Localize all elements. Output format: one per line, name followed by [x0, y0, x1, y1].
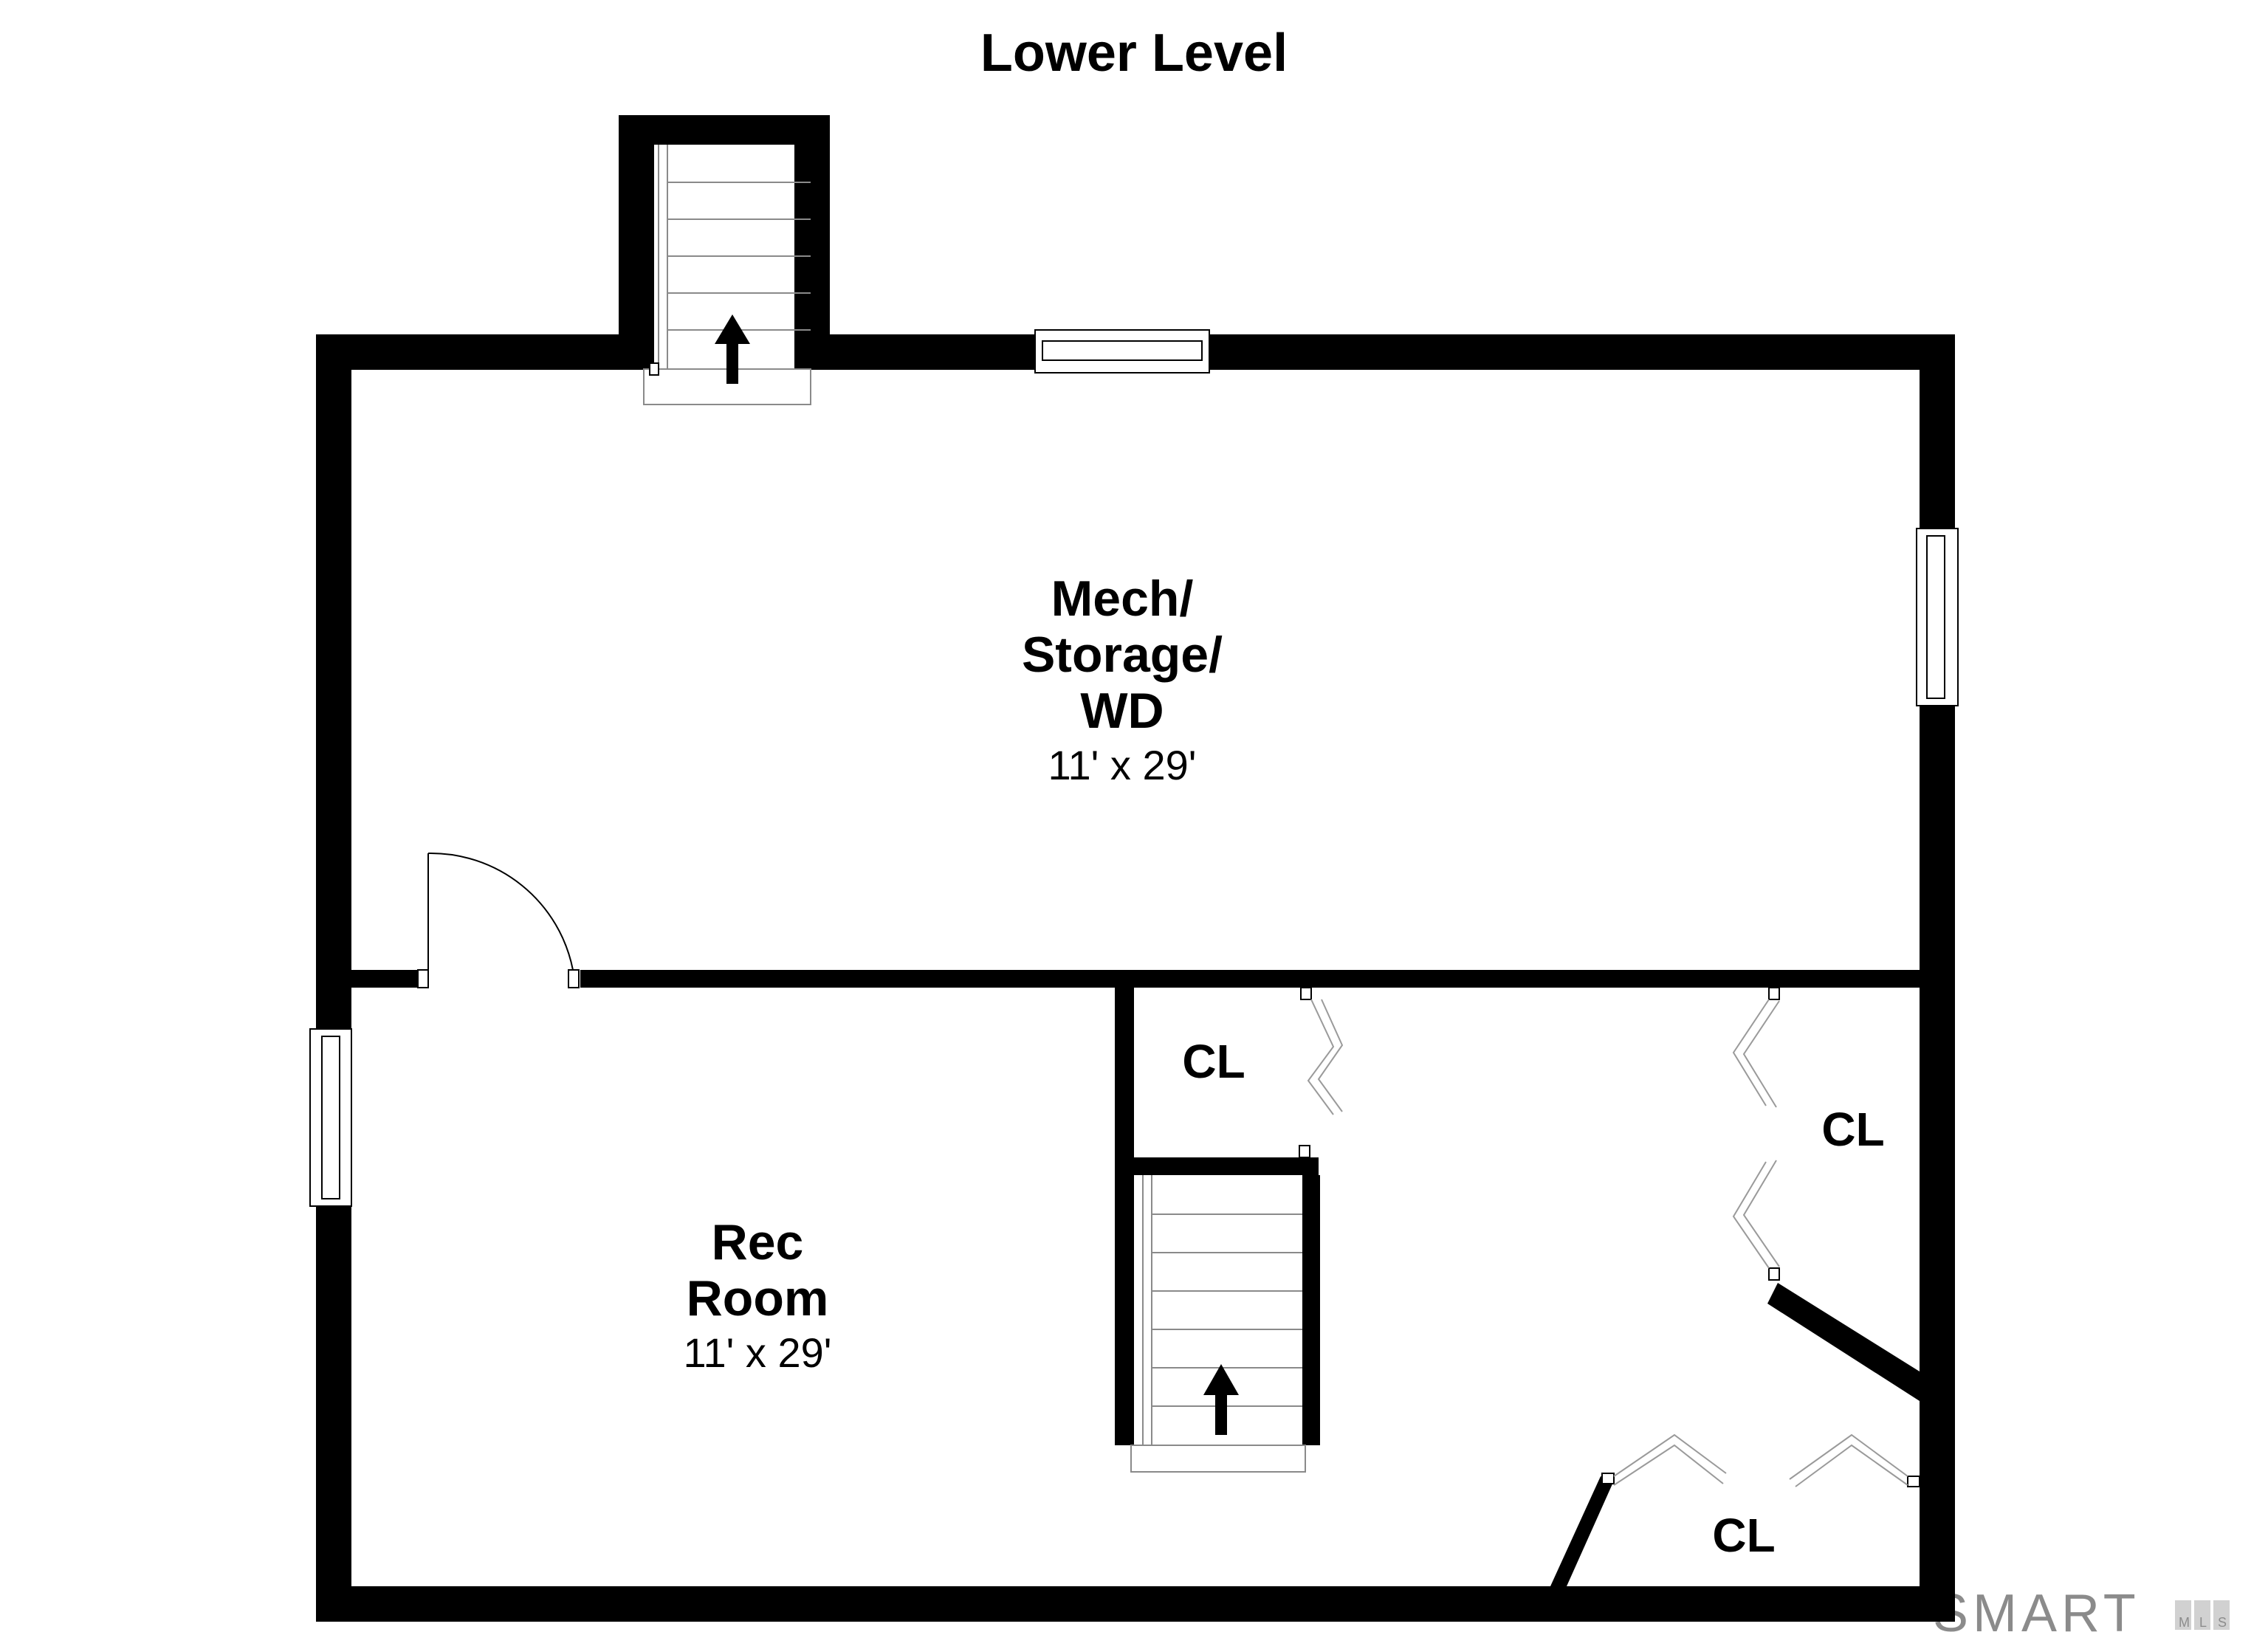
- room-dimensions: 11' x 29': [684, 1329, 832, 1376]
- closet-door-2: [1732, 987, 1780, 1281]
- closet-label: CL: [1182, 1035, 1245, 1088]
- svg-text:L: L: [2199, 1615, 2207, 1630]
- room-label-mech-storage-wd: Mech/ Storage/ WD 11' x 29': [1022, 571, 1223, 788]
- closet-door-3: [1601, 1433, 1920, 1487]
- room-name-line: Room: [687, 1270, 829, 1326]
- room-dimensions: 11' x 29': [1048, 742, 1197, 788]
- svg-text:SMART: SMART: [1933, 1584, 2140, 1643]
- closet-walls: [1115, 988, 1920, 1586]
- window-right: [1916, 528, 1959, 706]
- room-name-line: Storage/: [1022, 627, 1223, 683]
- room-name-line: WD: [1080, 683, 1164, 739]
- partition-wall: [351, 969, 1920, 988]
- window-left: [309, 1028, 352, 1207]
- closet-label: CL: [1821, 1103, 1884, 1156]
- arrow-up-icon: [1203, 1364, 1239, 1435]
- window-top: [1034, 329, 1210, 373]
- door-swing: [427, 852, 574, 971]
- exterior-walls: [316, 115, 1955, 1622]
- svg-text:M: M: [2179, 1615, 2190, 1630]
- svg-text:S: S: [2218, 1615, 2227, 1630]
- smart-mls-watermark: SMART M L S: [1933, 1584, 2230, 1643]
- closet-label: CL: [1712, 1509, 1775, 1562]
- stairs-interior: [1130, 1145, 1310, 1473]
- room-name-line: Mech/: [1051, 571, 1194, 627]
- arrow-up-icon: [715, 314, 750, 384]
- plan-title: Lower Level: [980, 24, 1288, 83]
- closet-door-1: [1300, 987, 1344, 1115]
- stairs-exterior: [643, 145, 811, 405]
- room-name-line: Rec: [712, 1214, 804, 1270]
- room-label-rec-room: Rec Room 11' x 29': [684, 1214, 832, 1376]
